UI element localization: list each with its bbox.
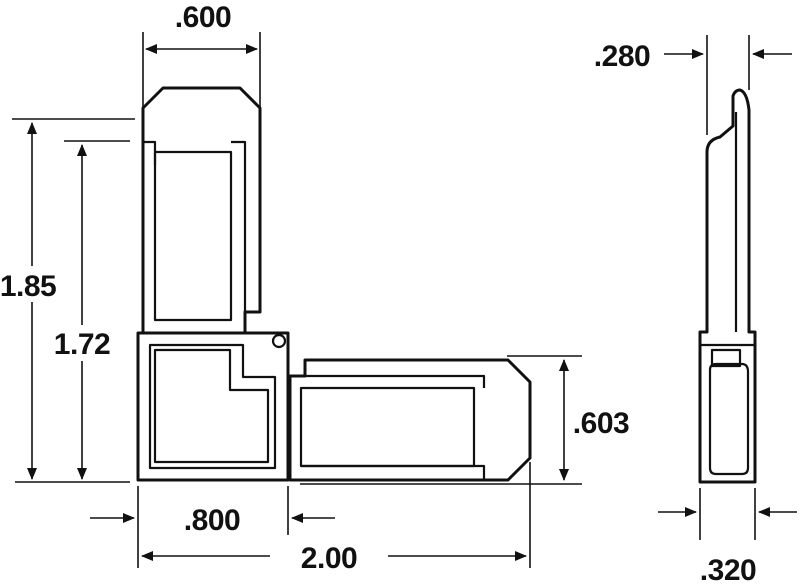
side-clip [710, 348, 742, 368]
side-profile [698, 88, 757, 484]
label-inner-height: 1.72 [54, 328, 110, 361]
horizontal-arm-rail-top [305, 374, 486, 388]
label-overall-width: 2.00 [301, 542, 357, 575]
vertical-arm-slot [153, 150, 233, 322]
label-bottom-thickness: .320 [700, 554, 756, 585]
vertical-arm-rail-right [231, 140, 247, 312]
side-view [698, 88, 757, 484]
vertical-arm [141, 86, 262, 335]
horizontal-arm [288, 358, 532, 482]
front-view [136, 86, 532, 482]
label-top-width: .600 [175, 1, 231, 34]
label-corner-width: .800 [184, 504, 240, 537]
label-arm-height: .603 [573, 407, 629, 440]
corner-frame [148, 343, 277, 470]
dimension-labels: .600 .280 1.85 1.72 .603 .800 2.00 .320 [0, 0, 757, 585]
horizontal-arm-rail-bottom [301, 464, 486, 480]
label-overall-height: 1.85 [0, 270, 56, 303]
label-side-thickness: .280 [594, 40, 650, 73]
vertical-arm-rail-left [143, 140, 157, 165]
extension-lines [12, 32, 756, 568]
side-slot [708, 362, 750, 476]
corner-block [136, 331, 290, 482]
corner-pin [271, 333, 287, 349]
corner-recess [153, 348, 270, 464]
